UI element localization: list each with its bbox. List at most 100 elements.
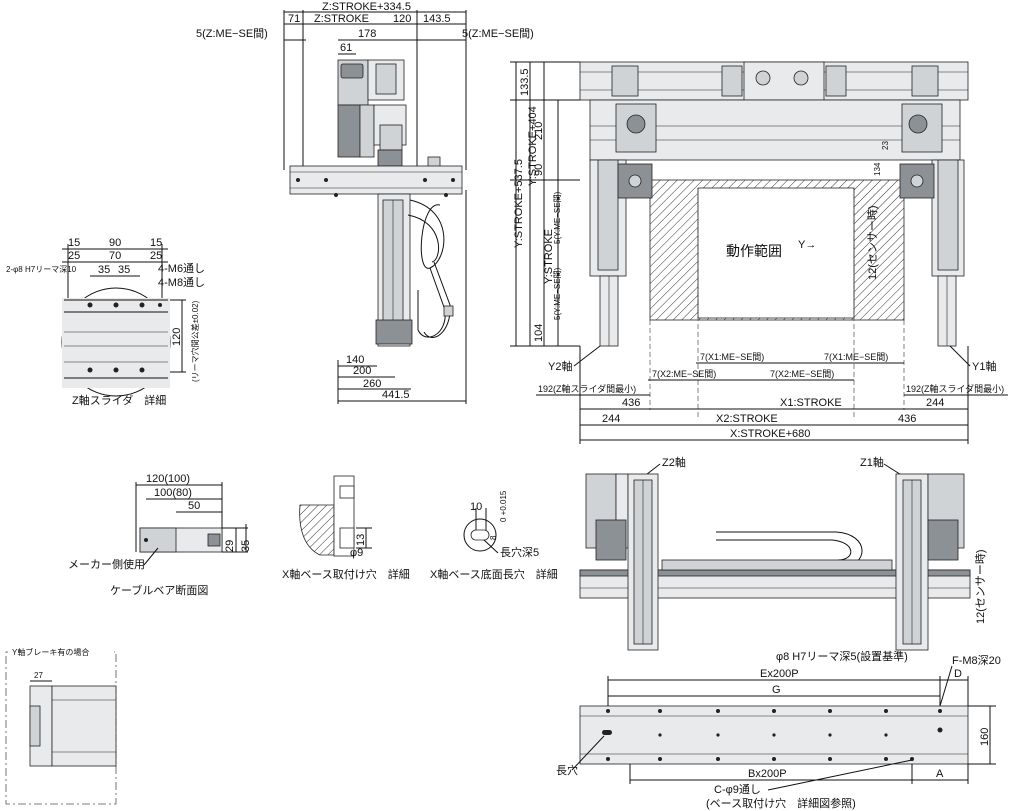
label-4-m8: 4-M8通し: [158, 276, 205, 289]
top-view: Z:STROKE+334.5 71 Z:STROKE 120 143.5 5(Z…: [196, 1, 534, 404]
dim-8: 8: [489, 535, 498, 540]
dim-61: 61: [340, 42, 352, 54]
dim-160: 160: [979, 728, 991, 746]
dim-71: 71: [288, 13, 300, 25]
dim-29: 29: [224, 540, 236, 552]
dim-143-5: 143.5: [423, 13, 451, 25]
base-hole-detail: 13 φ9 X軸ベース取付け穴 詳細: [282, 475, 410, 581]
label-f-m8: F-M8深20: [952, 654, 1001, 667]
dim-y-stroke-total: Y:STROKE+537.5: [513, 159, 525, 248]
label-motion-range: 動作範囲: [726, 243, 782, 259]
dim-27: 27: [34, 671, 43, 680]
dim-436a: 436: [622, 397, 640, 409]
dim-70: 70: [109, 250, 121, 262]
dim-436b: 436: [898, 413, 916, 425]
dim-90: 90: [533, 164, 545, 176]
dim-e200p: Ex200P: [760, 668, 799, 680]
label-4-m6: 4-M6通し: [158, 262, 205, 275]
label-slot: 長穴: [556, 763, 578, 777]
dim-z-stroke-total: Z:STROKE+334.5: [322, 1, 411, 13]
base-bottom-view: φ8 H7リーマ深5(設置基準) F-M8深20 Ex200P D G 160: [556, 649, 1001, 810]
dim-104: 104: [533, 324, 545, 342]
dim-x-stroke-total: X:STROKE+680: [730, 428, 810, 440]
dim-25a: 25: [68, 250, 80, 262]
slot-detail: 10 8 0 +0.015 長穴深5 X軸ベース底面長穴 詳細: [430, 490, 558, 581]
dim-y-me-se-top: 5(Y:ME−SE間): [553, 191, 562, 244]
dim-15b: 15: [150, 237, 162, 249]
dim-x1-stroke: X1:STROKE: [780, 397, 842, 409]
label-reamer-tolerance: (リーマ穴間公差±0.02): [190, 300, 200, 382]
dim-me-se-left: 5(Z:ME−SE間): [196, 27, 268, 40]
dim-50: 50: [188, 500, 200, 512]
dim-z-slider-min-right: 192(Z軸スライダ間最小): [906, 383, 1004, 394]
label-reamer-10: 2-φ8 H7リーマ深10: [6, 265, 77, 274]
label-side-sensor: 12(センサー時): [974, 549, 987, 624]
dim-120-100: 120(100): [146, 473, 190, 485]
dim-d: D: [954, 668, 962, 680]
dim-260: 260: [363, 378, 381, 390]
dim-slider-120: 120: [171, 328, 183, 346]
dim-441-5: 441.5: [382, 389, 410, 401]
label-z2-axis: Z2軸: [662, 455, 686, 469]
label-maker-side: メーカー側使用: [68, 558, 145, 571]
dim-100-80: 100(80): [154, 487, 192, 499]
caption-z-slider: Z軸スライダ 詳細: [72, 393, 166, 407]
dim-a: A: [936, 768, 944, 780]
dim-15a: 15: [68, 237, 80, 249]
dim-y-me-se-bottom: 5(Y:ME−SE間): [553, 267, 562, 320]
dim-244a: 244: [926, 397, 944, 409]
dim-120: 120: [393, 13, 411, 25]
slot-circle: [463, 518, 497, 552]
caption-slot: X軸ベース底面長穴 詳細: [430, 567, 558, 581]
label-hole-ref: (ベース取付け穴 詳細図参照): [706, 796, 856, 810]
dim-35b: 35: [118, 264, 130, 276]
dim-z-slider-min-left: 192(Z軸スライダ間最小): [538, 383, 636, 394]
dim-me-se-right: 5(Z:ME−SE間): [462, 27, 534, 40]
side-view: Z2軸 Z1軸 12(センサー時): [579, 455, 987, 651]
dim-x2-stroke: X2:STROKE: [716, 413, 778, 425]
label-z1-axis: Z1軸: [860, 455, 884, 469]
dim-200: 200: [353, 365, 371, 377]
dim-phi9: φ9: [350, 547, 363, 559]
dim-133-5: 133.5: [519, 68, 531, 96]
dim-35: 35: [240, 540, 252, 552]
label-slot-depth: 長穴深5: [500, 545, 539, 559]
y-brake-box: Y軸ブレーキ有の場合 27: [5, 646, 117, 805]
label-reamer-5: φ8 H7リーマ深5(設置基準): [776, 649, 908, 663]
label-sensor: 12(センサー時): [866, 205, 879, 280]
dim-210: 210: [533, 122, 545, 140]
caption-cable-bear: ケーブルベア断面図: [110, 583, 208, 597]
dim-x2-me-se-a: 7(X2:ME−SE間): [652, 369, 716, 379]
dim-x2-me-se-b: 7(X2:ME−SE間): [770, 369, 834, 379]
z-slider-detail: 15 90 15 25 70 25 35 35 2-φ8 H7リーマ深10 4-…: [6, 237, 205, 407]
front-view: Y:STROKE+537.5 Y:STROKE+404 133.5 210 90…: [510, 61, 1008, 444]
dim-13: 13: [355, 534, 367, 546]
dim-25b: 25: [150, 250, 162, 262]
dim-x1-me-se-a: 7(X1:ME−SE間): [700, 352, 764, 362]
dim-140: 140: [346, 354, 364, 366]
dim-134: 134: [873, 162, 882, 176]
label-y-brake: Y軸ブレーキ有の場合: [12, 647, 89, 657]
base-section: [299, 504, 335, 556]
dim-tol: 0 +0.015: [499, 490, 508, 522]
label-y2-axis: Y2軸: [548, 359, 572, 373]
dim-23: 23: [881, 141, 890, 150]
dim-x1-me-se-b: 7(X1:ME−SE間): [824, 352, 888, 362]
label-y-arrow: Y→: [798, 239, 816, 251]
dim-y-stroke-404: Y:STROKE+404: [527, 106, 539, 186]
dim-244b: 244: [602, 413, 620, 425]
caption-base-hole: X軸ベース取付け穴 詳細: [282, 567, 410, 581]
dim-35a: 35: [98, 264, 110, 276]
z-carriage-plate: [289, 165, 463, 195]
dim-178: 178: [358, 28, 376, 40]
dim-10: 10: [470, 501, 482, 513]
dim-90: 90: [109, 237, 121, 249]
dim-y-stroke: Y:STROKE: [543, 229, 555, 284]
label-c-phi9: C-φ9通し: [714, 783, 761, 796]
cable-bear-section: 120(100) 100(80) 50 29 35 メーカー側使用 ケーブルベア…: [68, 473, 252, 597]
mounting-holes: [602, 709, 943, 761]
dim-b200p: Bx200P: [748, 768, 787, 780]
label-y1-axis: Y1軸: [972, 359, 996, 373]
dim-z-stroke: Z:STROKE: [314, 13, 369, 25]
